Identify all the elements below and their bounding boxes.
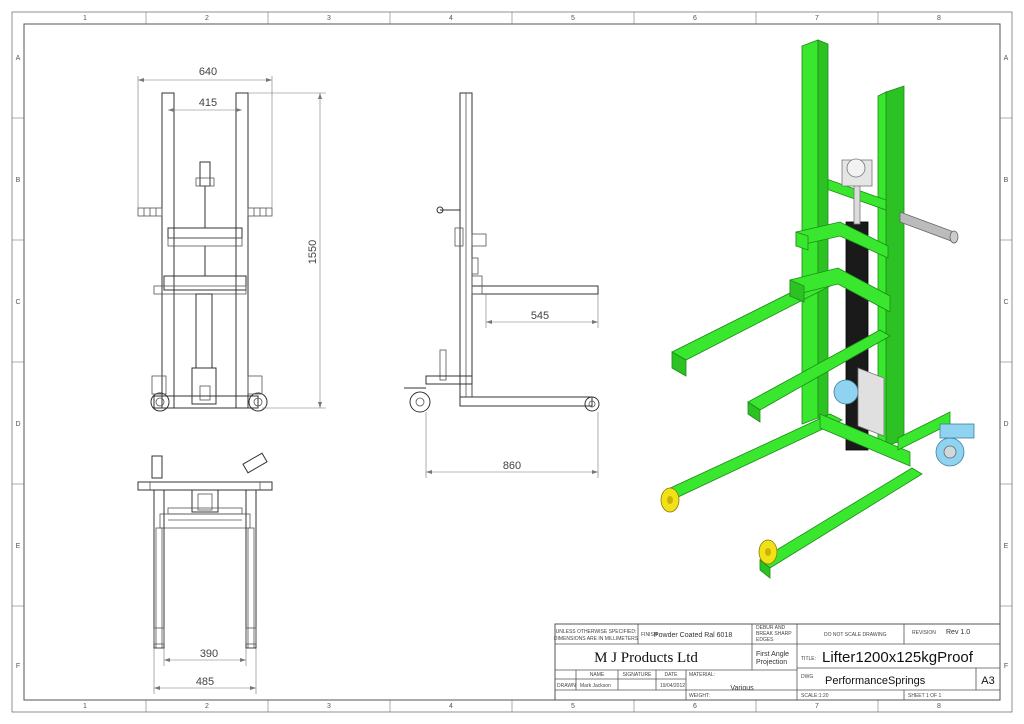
- title-block: UNLESS OTHERWISE SPECIFIED: DIMENSIONS A…: [554, 623, 1001, 701]
- zone-row-label: B: [1004, 177, 1009, 184]
- sheet-size: A3: [981, 675, 994, 687]
- zone-row-label: A: [16, 55, 21, 62]
- projection-note: First Angle: [756, 651, 789, 658]
- zone-row-label: D: [15, 421, 20, 428]
- zone-row-label: C: [1003, 299, 1008, 306]
- zone-col-label: 3: [327, 703, 331, 710]
- front-view: 640 415 1550: [137, 66, 326, 412]
- zone-row-label: B: [16, 177, 21, 184]
- dim-fork-length: 545: [531, 310, 549, 322]
- weight-label: WEIGHT:: [689, 693, 710, 699]
- zone-ticks: [12, 12, 1012, 712]
- deburr-note: EDGES: [756, 637, 774, 643]
- zone-col-label: 6: [693, 703, 697, 710]
- signature-label: SIGNATURE: [623, 672, 652, 678]
- tolerance-note: UNLESS OTHERWISE SPECIFIED:: [556, 629, 637, 635]
- zone-col-label: 2: [205, 15, 209, 22]
- date-label: DATE: [665, 672, 679, 678]
- drawn-date: 19/04/2012: [660, 683, 685, 689]
- zone-row-label: D: [1003, 421, 1008, 428]
- dim-height: 1550: [307, 240, 319, 264]
- dim-outer-width: 485: [196, 676, 214, 688]
- zone-row-label: F: [16, 663, 20, 670]
- zone-col-label: 1: [83, 15, 87, 22]
- zone-row-label: A: [1004, 55, 1009, 62]
- finish-value: Powder Coated Ral 6018: [654, 632, 732, 639]
- isometric-view: [660, 39, 975, 579]
- dim-mast-spacing: 415: [199, 97, 217, 109]
- top-view: 390 485: [137, 452, 273, 694]
- deburr-note: DEBUR AND: [756, 625, 786, 631]
- zone-row-label: E: [1004, 543, 1009, 550]
- dim-base-length: 860: [503, 460, 521, 472]
- zone-col-label: 5: [571, 15, 575, 22]
- deburr-note: BREAK SHARP: [756, 631, 792, 637]
- title-label: TITLE:: [801, 656, 816, 662]
- drawn-by: Mark Jackson: [580, 683, 611, 689]
- zone-col-label: 7: [815, 703, 819, 710]
- drawing-title: Lifter1200x125kgProof: [822, 649, 974, 666]
- name-label: NAME: [590, 672, 605, 678]
- dim-overall-width: 640: [199, 66, 217, 78]
- dim-inner-width: 390: [200, 648, 218, 660]
- zone-col-label: 6: [693, 15, 697, 22]
- drawn-label: DRAWN: [557, 683, 576, 689]
- sheet-label: SHEET 1 OF 1: [908, 693, 941, 699]
- finish-label: FINISH:: [641, 632, 659, 638]
- zone-col-label: 8: [937, 703, 941, 710]
- company-name: M J Products Ltd: [594, 650, 698, 666]
- zone-row-label: E: [16, 543, 21, 550]
- zone-col-label: 3: [327, 15, 331, 22]
- zone-col-label: 7: [815, 15, 819, 22]
- scale-label: SCALE:1:20: [801, 693, 829, 699]
- dwg-number: PerformanceSprings: [825, 675, 926, 687]
- zone-col-label: 1: [83, 703, 87, 710]
- zone-col-label: 2: [205, 703, 209, 710]
- zone-row-label: C: [15, 299, 20, 306]
- revision-label: REVISION: [912, 630, 936, 636]
- zone-col-label: 4: [449, 15, 453, 22]
- do-not-scale-note: DO NOT SCALE DRAWING: [824, 632, 887, 638]
- material-value: Various: [730, 685, 754, 692]
- side-view: 545 860: [404, 92, 600, 478]
- zone-row-label: F: [1004, 663, 1008, 670]
- revision-value: Rev 1.0: [946, 629, 970, 636]
- tolerance-note: DIMENSIONS ARE IN MILLIMETERS: [554, 636, 639, 642]
- zone-col-label: 4: [449, 703, 453, 710]
- material-label: MATERIAL:: [689, 672, 715, 678]
- projection-note: Projection: [756, 659, 787, 666]
- dwg-label: DWG: [801, 674, 813, 680]
- zone-col-label: 8: [937, 15, 941, 22]
- zone-col-label: 5: [571, 703, 575, 710]
